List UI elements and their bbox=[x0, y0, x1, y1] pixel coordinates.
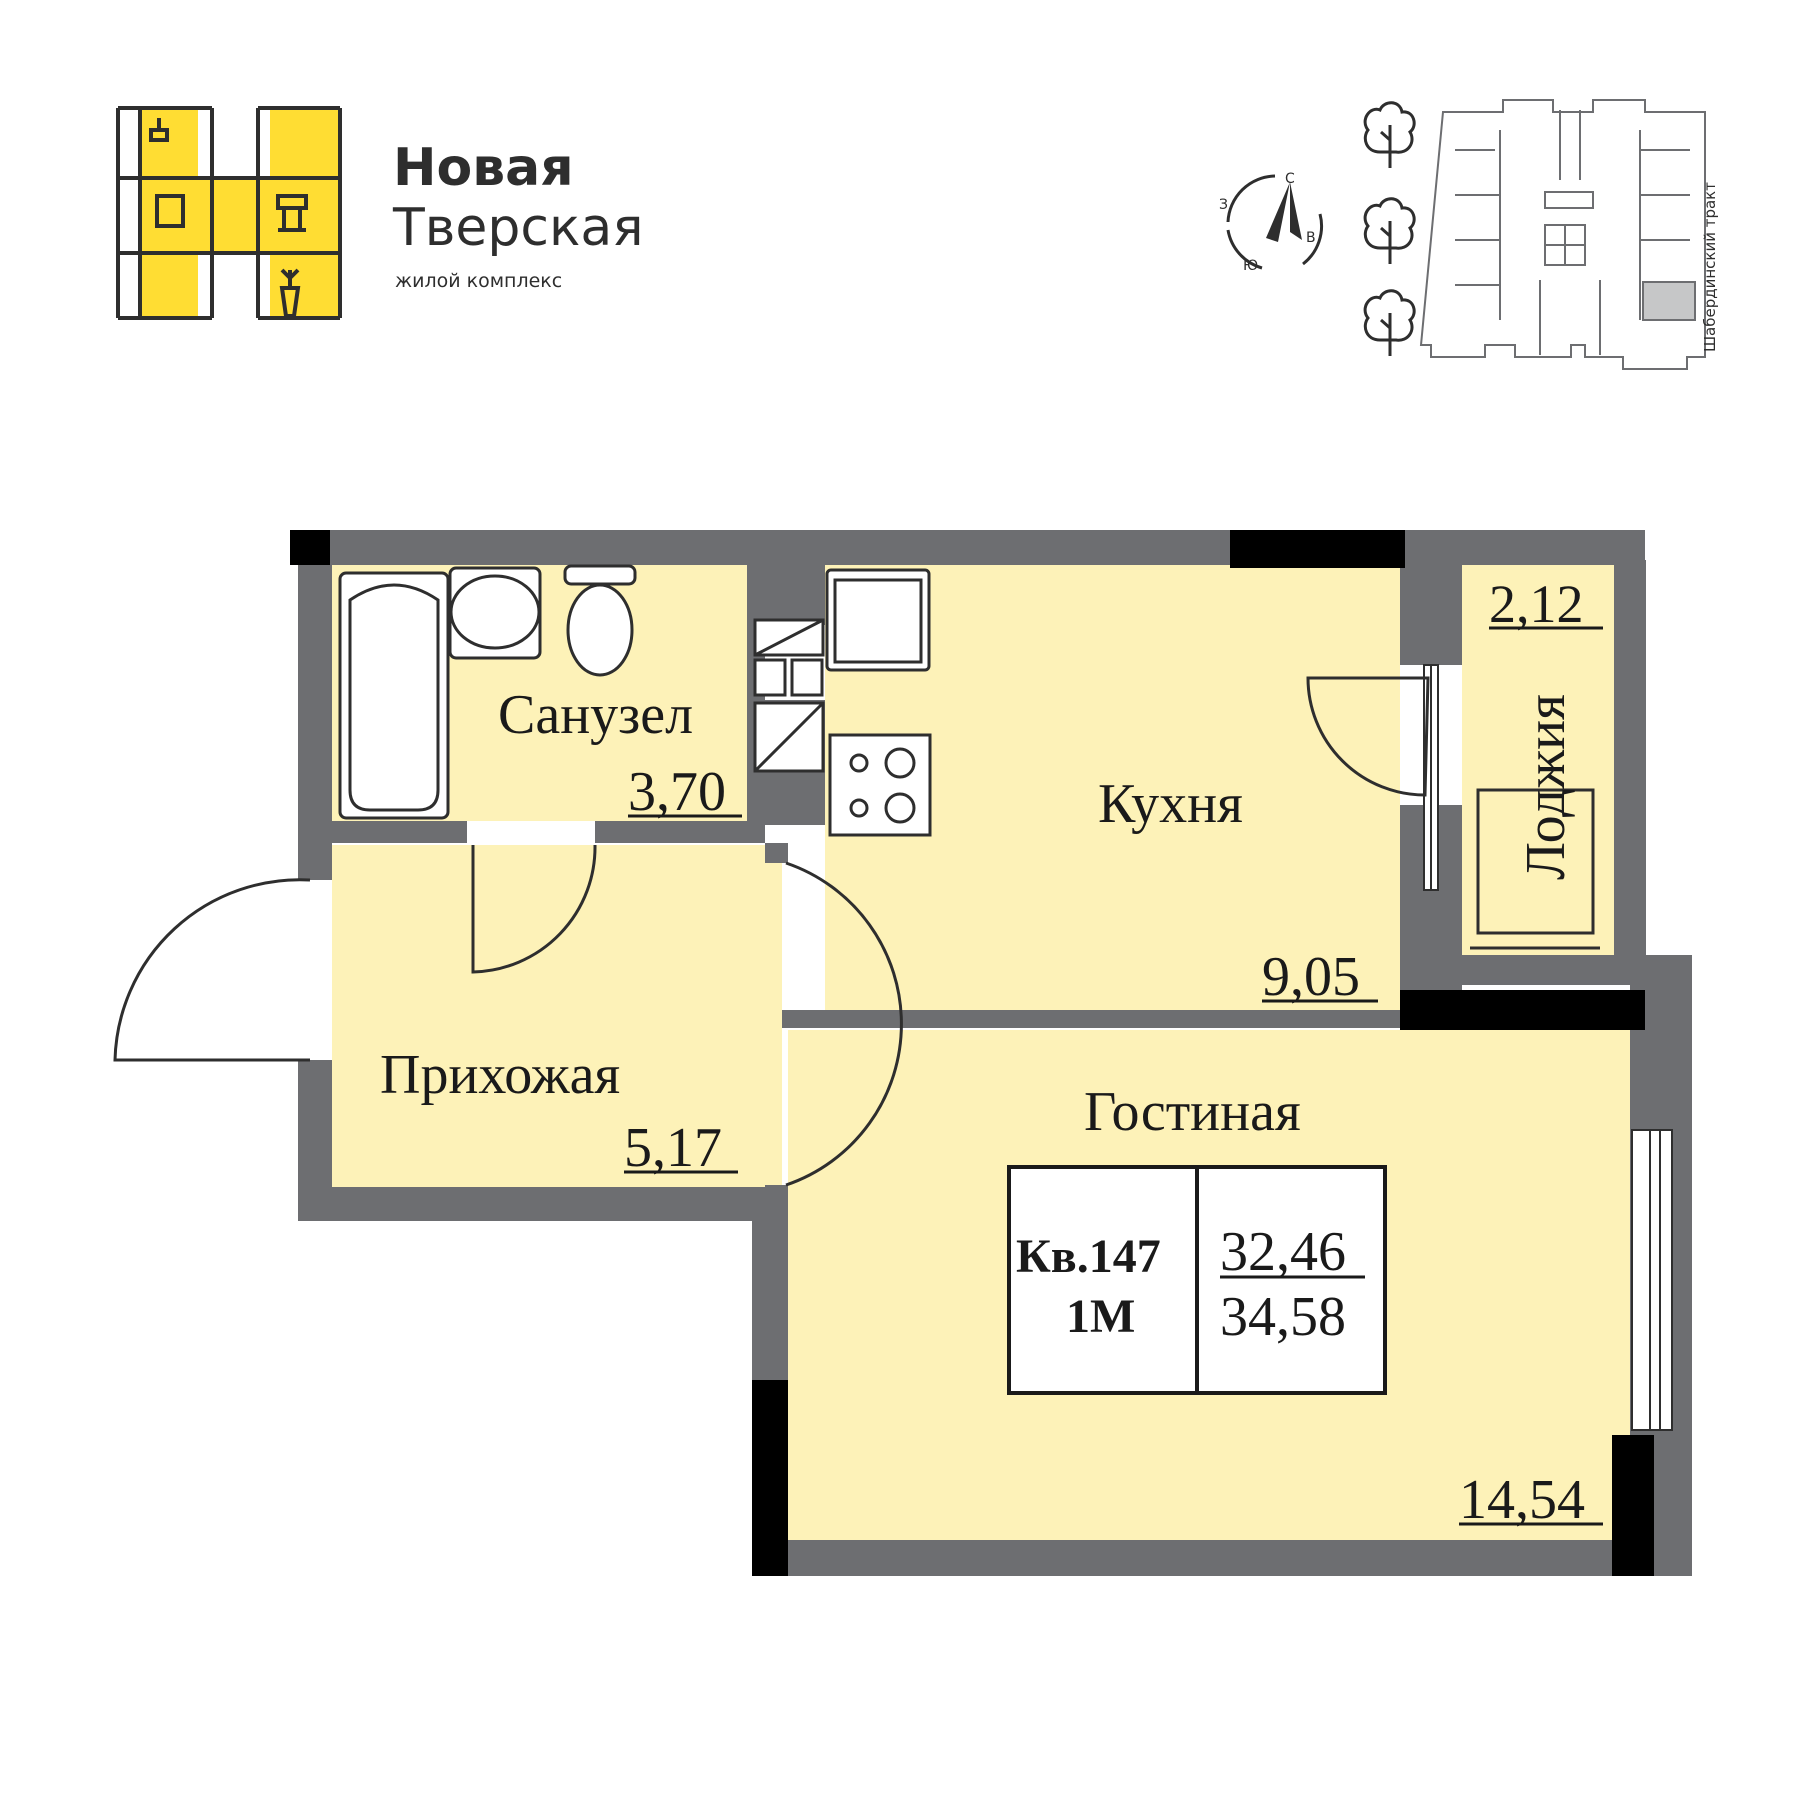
apartment-area-living: 32,46 bbox=[1220, 1221, 1346, 1283]
compass: С В Ю З bbox=[1219, 171, 1324, 274]
living-door-icon bbox=[785, 861, 903, 1187]
toilet-icon bbox=[563, 564, 637, 677]
compass-arrow-icon bbox=[1266, 182, 1302, 242]
apartment-number: Кв.147 bbox=[1016, 1230, 1161, 1283]
brand-logo: Новая Тверская жилой комплекс bbox=[116, 106, 644, 320]
utility-shaft-icon bbox=[753, 618, 825, 773]
bathroom-area: 3,70 bbox=[628, 761, 726, 823]
tree-icon bbox=[1363, 197, 1416, 264]
tree-icon bbox=[1363, 101, 1416, 168]
compass-north: С bbox=[1285, 171, 1295, 187]
living-name: Гостиная bbox=[1084, 1081, 1301, 1143]
site-plan bbox=[1419, 99, 1706, 370]
site-plan-apartment-highlight bbox=[1642, 281, 1696, 321]
apartment-type: 1М bbox=[1066, 1290, 1135, 1343]
living-area: 14,54 bbox=[1459, 1469, 1585, 1531]
loggia-door-icon bbox=[1306, 676, 1430, 797]
bathroom-door-icon bbox=[471, 844, 597, 974]
floor-plan: Санузел 3,70 Кухня 9,05 2,12 Лоджия Прих… bbox=[113, 530, 1692, 1576]
kitchen-name: Кухня bbox=[1098, 773, 1243, 835]
stove-icon bbox=[828, 733, 932, 837]
apartment-area-total: 34,58 bbox=[1220, 1286, 1346, 1348]
loggia-cabinet-icon bbox=[1476, 788, 1595, 935]
brand-subtitle: жилой комплекс bbox=[395, 270, 562, 292]
hallway-area: 5,17 bbox=[624, 1117, 722, 1179]
brand-title-line2: Тверская bbox=[392, 198, 644, 258]
compass-south: Ю bbox=[1243, 258, 1258, 274]
loggia-name: Лоджия bbox=[1515, 694, 1577, 880]
site-plan-street-label: Шабердинский тракт bbox=[1701, 182, 1719, 352]
brand-title-line1: Новая bbox=[393, 138, 574, 198]
tree-icon bbox=[1363, 289, 1416, 356]
room-loggia bbox=[1462, 560, 1614, 955]
hallway-name: Прихожая bbox=[380, 1044, 620, 1106]
compass-east: В bbox=[1306, 230, 1316, 246]
room-hallway bbox=[332, 845, 782, 1187]
compass-west: З bbox=[1219, 197, 1228, 213]
bathroom-name: Санузел bbox=[498, 684, 693, 746]
kitchen-area: 9,05 bbox=[1262, 946, 1360, 1008]
entrance-door-icon bbox=[113, 878, 311, 1062]
loggia-area: 2,12 bbox=[1489, 574, 1584, 634]
logo-mark bbox=[116, 106, 342, 320]
apartment-info-box: Кв.147 1М 32,46 34,58 bbox=[1007, 1165, 1387, 1395]
